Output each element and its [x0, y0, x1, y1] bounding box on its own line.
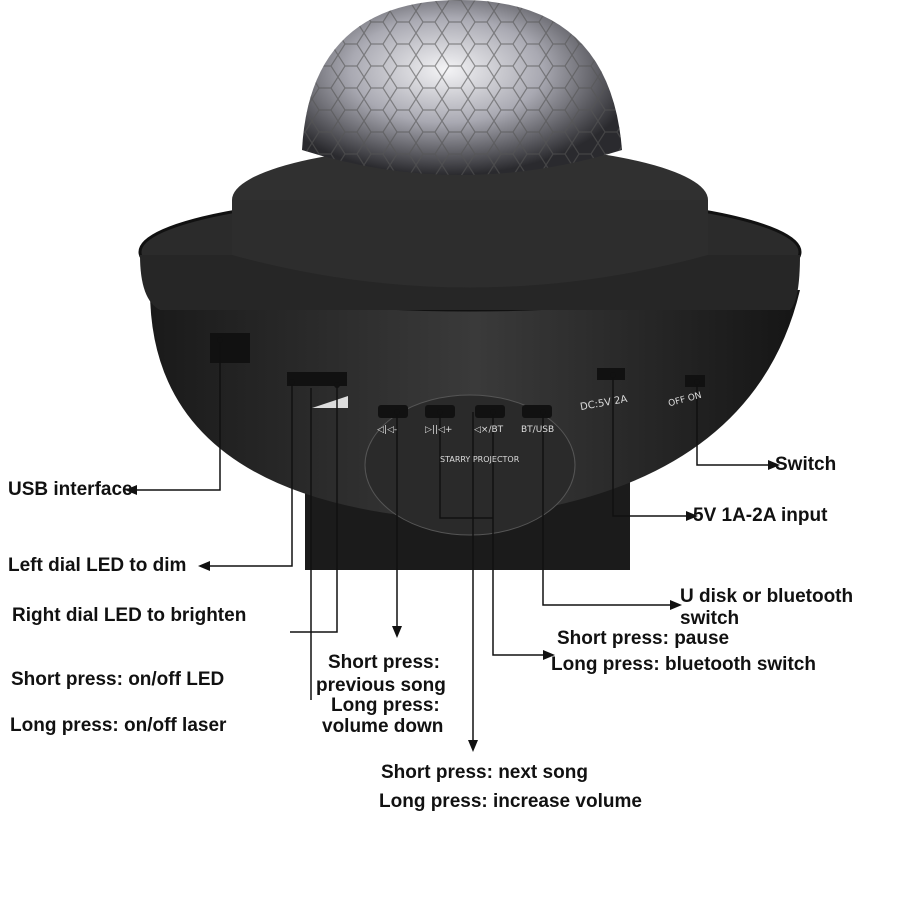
- label-input: 5V 1A-2A input: [693, 505, 828, 526]
- prev-volume-down-icon: ◁|◁-: [377, 425, 398, 435]
- control-panel: [364, 394, 576, 536]
- label-led-long: Long press: on/off laser: [10, 715, 227, 736]
- label-pause-long: Long press: bluetooth switch: [551, 654, 816, 675]
- label-prev-short-1: Short press:: [328, 652, 440, 673]
- button-prev[interactable]: [378, 405, 408, 418]
- label-next-long: Long press: increase volume: [379, 791, 642, 812]
- label-prev-short-2: previous song: [316, 675, 446, 696]
- logo-text: STARRY PROJECTOR: [440, 455, 520, 464]
- label-udisk-2: switch: [680, 608, 740, 629]
- label-right-dial: Right dial LED to brighten: [12, 605, 247, 626]
- label-prev-long-1: Long press:: [331, 695, 440, 716]
- crystal-dome: [302, 0, 622, 175]
- bt-usb-icon: BT/USB: [521, 425, 555, 435]
- usb-port: [210, 333, 250, 363]
- label-udisk-1: U disk or bluetooth: [680, 586, 854, 607]
- button-mute[interactable]: [475, 405, 505, 418]
- arrowheads: [125, 460, 780, 752]
- label-prev-long-2: volume down: [322, 716, 444, 737]
- leader-lines: [135, 340, 770, 742]
- mute-bt-icon: ◁×/BT: [474, 425, 504, 435]
- dial-slot: [287, 372, 347, 386]
- label-usb: USB interface: [8, 479, 133, 500]
- label-switch: Switch: [775, 454, 837, 475]
- brightness-wedge: [312, 396, 348, 408]
- play-pause-icon: ▷||◁+: [425, 425, 453, 435]
- label-pause-short: Short press: pause: [557, 628, 730, 649]
- label-next-short: Short press: next song: [381, 762, 588, 783]
- label-led-short: Short press: on/off LED: [11, 669, 225, 690]
- label-left-dial: Left dial LED to dim: [8, 555, 187, 576]
- button-bt-usb[interactable]: [522, 405, 552, 418]
